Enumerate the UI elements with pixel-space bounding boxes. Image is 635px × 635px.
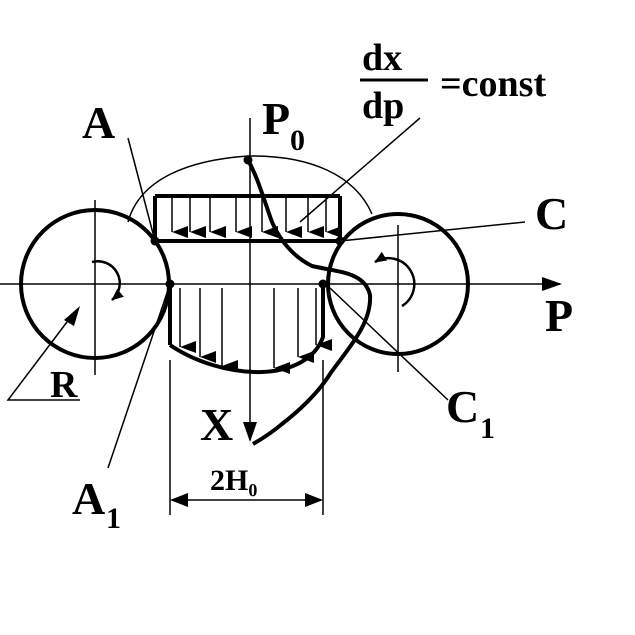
label-c: C	[535, 188, 568, 239]
lower-load-arrows	[179, 288, 332, 374]
point-c1	[318, 279, 328, 289]
label-a: A	[82, 97, 115, 148]
label-c1-subscript: 1	[480, 412, 495, 445]
leader-a	[127, 137, 156, 242]
label-a1-subscript: 1	[106, 502, 121, 535]
relation-curve	[246, 159, 373, 446]
dim-arrow-right	[305, 493, 323, 507]
point-p0	[243, 155, 253, 165]
right-roll-rotation-arrow	[374, 251, 416, 308]
label-p-axis: P	[545, 290, 573, 341]
leader-a1	[107, 283, 171, 469]
label-x: X	[200, 399, 233, 450]
dim-arrow-left	[170, 493, 188, 507]
label-2h0: 2H₀	[210, 464, 257, 497]
lower-load-curve	[168, 284, 325, 375]
left-roll-rotation-arrow	[91, 260, 124, 301]
label-const: =const	[440, 63, 546, 105]
leader-c1	[329, 287, 449, 401]
label-fraction-numerator: dx	[362, 37, 402, 79]
label-c1: C	[446, 381, 479, 432]
leader-r-arrowhead	[64, 306, 80, 326]
label-fraction-denominator: dp	[362, 85, 404, 127]
label-p0: P	[262, 93, 290, 144]
leader-c	[339, 221, 526, 242]
upper-load-arrows	[171, 198, 342, 238]
leader-dxdp	[299, 117, 421, 223]
label-p0-subscript: 0	[290, 124, 305, 157]
label-a1: A	[72, 473, 105, 524]
leader-r	[6, 317, 80, 401]
label-r: R	[50, 364, 78, 406]
